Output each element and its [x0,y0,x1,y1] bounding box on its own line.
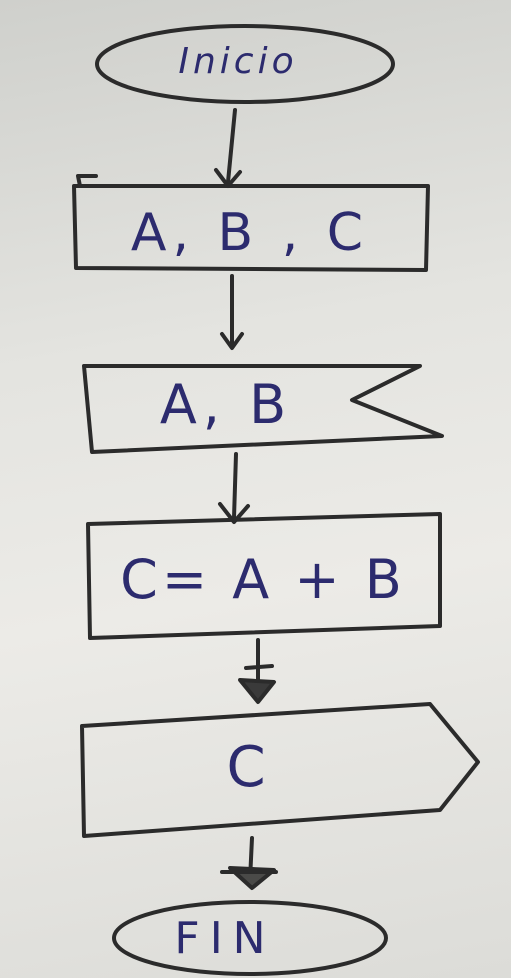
input-shape [82,364,444,454]
end-label: FIN [174,913,276,964]
arrow-start-to-vars [226,108,237,184]
end-terminal [112,900,388,976]
arrow-input-to-process [232,452,238,520]
process-box [86,512,442,640]
arrow-4-tick [244,664,274,670]
arrowhead-2 [220,332,244,350]
start-terminal [95,24,395,104]
variables-label: A, B , C [130,203,370,263]
arrowhead-3 [218,502,250,524]
process-label: C= A + B [120,548,406,611]
variables-box [72,184,430,272]
output-shape [80,702,480,838]
variables-box-flag [76,174,98,188]
arrowhead-4 [238,678,276,704]
output-label: C [226,735,266,800]
input-label: A, B [159,373,293,436]
start-label: Inicio [178,41,298,82]
